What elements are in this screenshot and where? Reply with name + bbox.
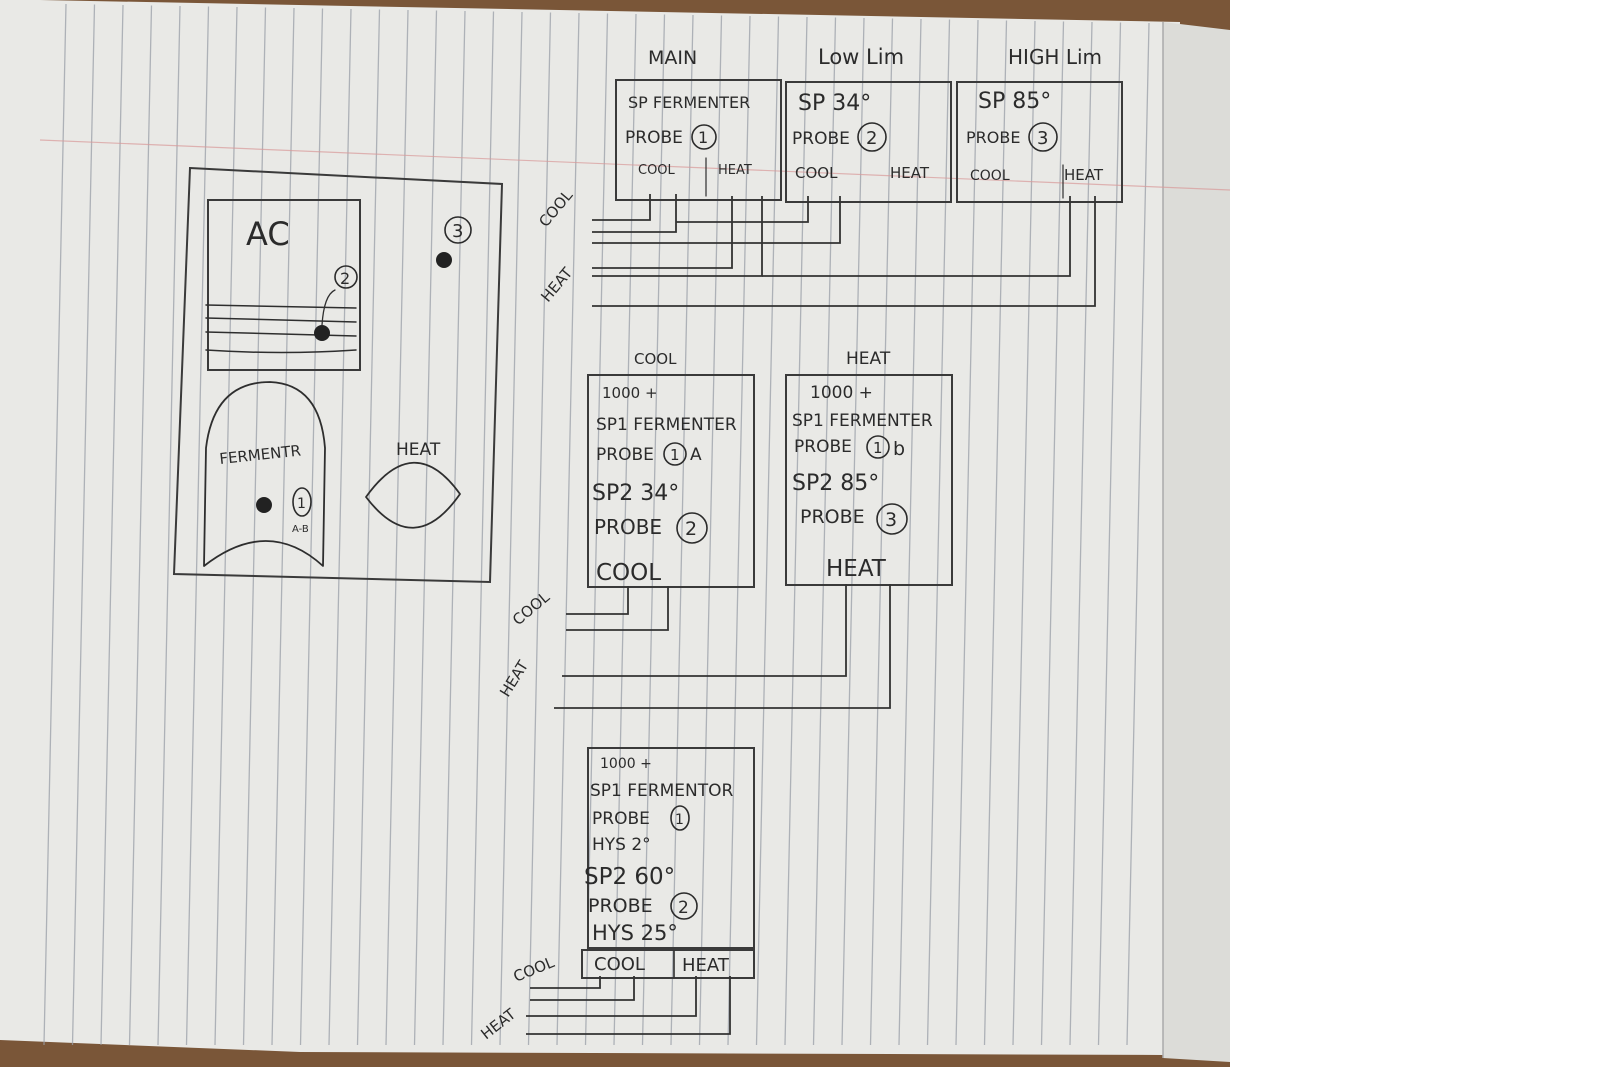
probe-1-number: 1 [297, 496, 306, 512]
combined-controller-model: 1000 + [600, 756, 652, 772]
combined-controller-hys1: HYS 2° [592, 835, 651, 855]
combined-controller-hys2: HYS 25° [592, 921, 678, 945]
heat-controller-probe1-label: PROBE [794, 437, 852, 457]
combined-controller-probe1-number: 1 [675, 812, 684, 828]
combined-controller-heat-terminal: HEAT [682, 955, 730, 976]
combined-controller-sp2: SP2 60° [584, 864, 675, 890]
heat-controller-sp1: SP1 FERMENTER [792, 411, 933, 431]
high-limit-title: HIGH Lim [1008, 45, 1102, 69]
heat-controller-probe1-suffix: b [893, 438, 905, 460]
heat-controller-probe1-number: 1 [873, 439, 883, 457]
main-cool-terminal: COOL [638, 163, 676, 178]
heat-controller-probe2-number: 3 [885, 509, 897, 531]
high-limit-setpoint: SP 85° [978, 89, 1051, 114]
cool-controller-output: COOL [596, 560, 661, 586]
high-limit-cool-terminal: COOL [970, 168, 1010, 184]
low-limit-heat-terminal: HEAT [890, 164, 930, 182]
combined-controller-probe1-label: PROBE [592, 809, 650, 829]
probe-3-number: 3 [452, 221, 463, 242]
heat-controller-probe2-label: PROBE [800, 506, 865, 528]
combined-controller-probe2-number: 2 [678, 898, 689, 918]
main-heat-terminal: HEAT [718, 163, 752, 178]
probe-1-dot [256, 497, 272, 513]
heater-label: HEAT [396, 440, 441, 460]
low-limit-cool-terminal: COOL [795, 164, 838, 182]
probe-1-sub: A-B [292, 524, 309, 535]
main-setpoint: SP FERMENTER [628, 93, 750, 112]
probe-2-number: 2 [340, 269, 350, 288]
blank-background [1230, 0, 1600, 1067]
ac-label: AC [246, 215, 290, 253]
main-probe-label: PROBE [625, 128, 683, 148]
high-limit-probe-label: PROBE [966, 128, 1020, 147]
notebook-next-page [1163, 22, 1230, 1062]
combined-controller-sp1: SP1 FERMENTOR [590, 781, 733, 801]
cool-controller-sp2: SP2 34° [592, 481, 679, 506]
high-limit-heat-terminal: HEAT [1064, 166, 1104, 184]
cool-controller-title: COOL [634, 350, 677, 368]
cool-controller-model: 1000 + [602, 384, 658, 402]
low-limit-probe-number: 2 [866, 128, 877, 149]
main-title: MAIN [648, 47, 697, 69]
combined-controller-probe2-label: PROBE [588, 895, 653, 917]
heat-controller-model: 1000 + [810, 383, 873, 403]
cool-controller-probe1-label: PROBE [596, 445, 654, 465]
probe-2-dot [314, 325, 330, 341]
low-limit-setpoint: SP 34° [798, 91, 871, 116]
low-limit-probe-label: PROBE [792, 129, 850, 149]
heat-controller-title: HEAT [846, 349, 891, 369]
heat-controller-sp2: SP2 85° [792, 471, 879, 496]
cool-controller-probe2-label: PROBE [594, 515, 662, 539]
low-limit-title: Low Lim [818, 45, 904, 69]
main-probe-number: 1 [698, 128, 708, 147]
combined-controller-cool-terminal: COOL [594, 954, 645, 975]
heat-controller-output: HEAT [826, 556, 887, 582]
cool-controller-probe1-suffix: A [690, 445, 702, 465]
cool-controller-probe2-number: 2 [685, 518, 697, 540]
cool-controller-probe1-number: 1 [670, 446, 680, 464]
high-limit-probe-number: 3 [1037, 128, 1048, 149]
cool-controller-sp1: SP1 FERMENTER [596, 415, 737, 435]
probe-3-dot [436, 252, 452, 268]
